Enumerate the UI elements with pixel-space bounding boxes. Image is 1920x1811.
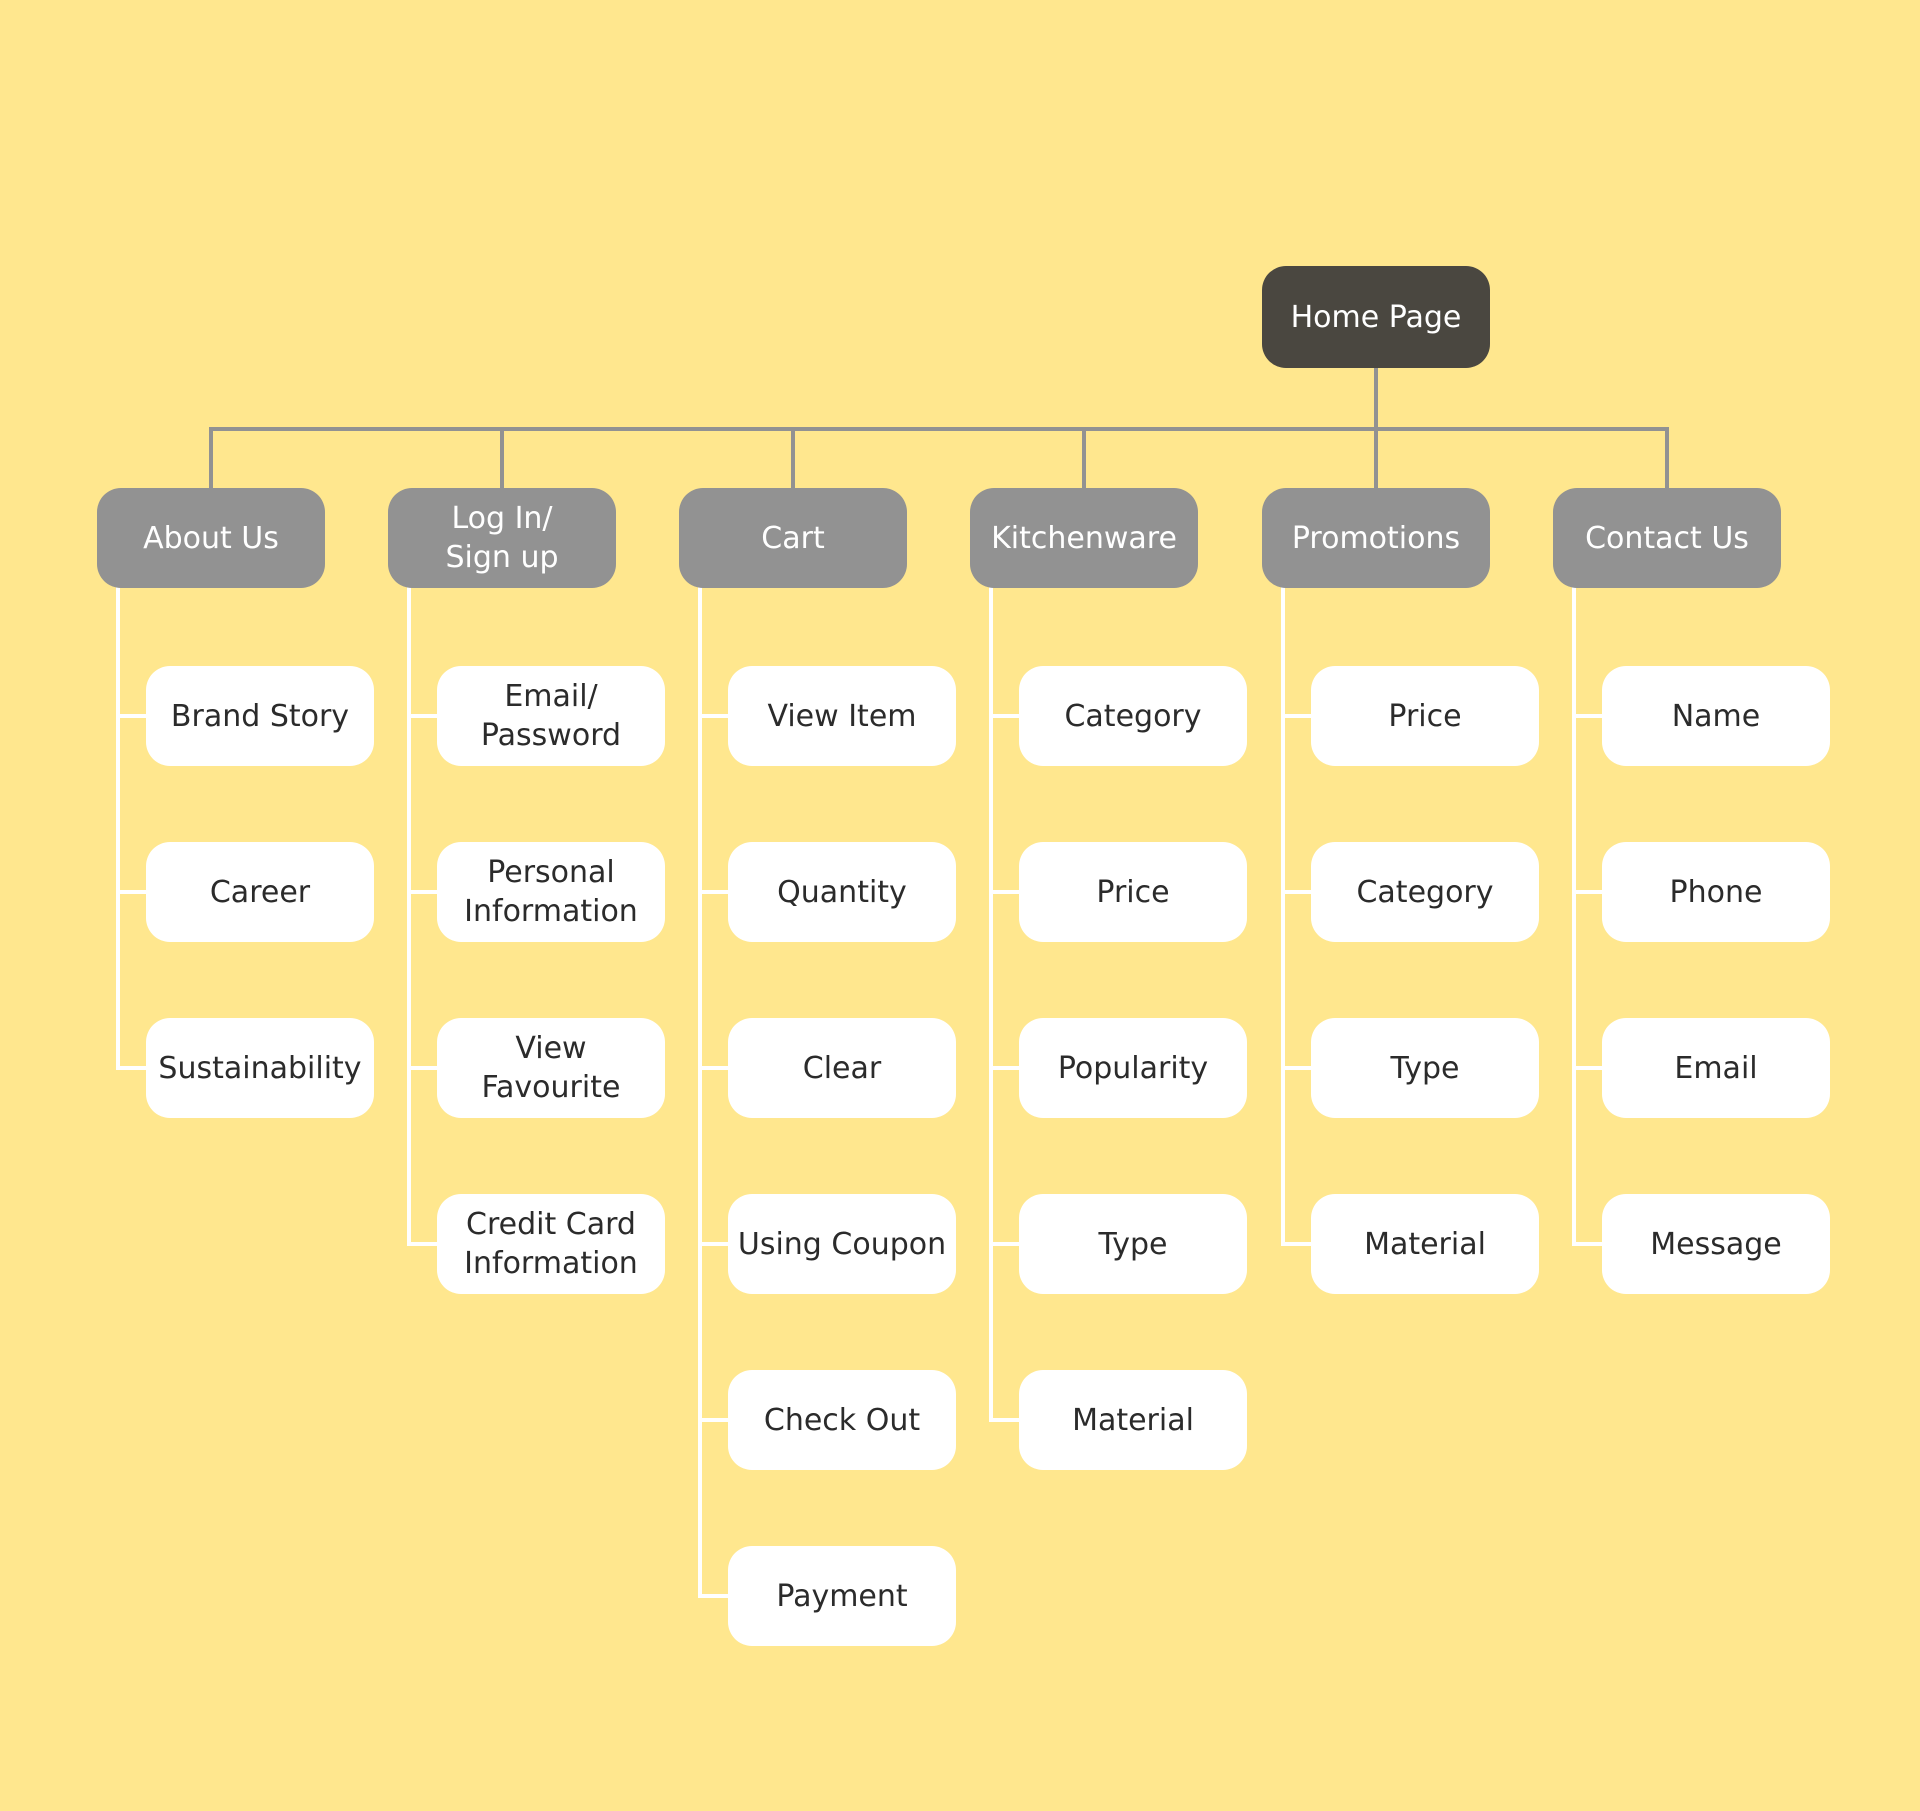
leaf-node: Brand Story — [146, 666, 374, 766]
leaf-node: Quantity — [728, 842, 956, 942]
leaf-node: Email — [1602, 1018, 1830, 1118]
branch-node: About Us — [97, 488, 325, 588]
leaf-node: Personal Information — [437, 842, 665, 942]
leaf-node: View Item — [728, 666, 956, 766]
leaf-node: Clear — [728, 1018, 956, 1118]
leaf-node: Credit Card Information — [437, 1194, 665, 1294]
branch-node: Contact Us — [1553, 488, 1781, 588]
branch-node: Log In/ Sign up — [388, 488, 616, 588]
leaf-node: Category — [1311, 842, 1539, 942]
leaf-node: Type — [1019, 1194, 1247, 1294]
branch-node: Kitchenware — [970, 488, 1198, 588]
home-page-node: Home Page — [1262, 266, 1490, 368]
branch-node: Cart — [679, 488, 907, 588]
leaf-node: Material — [1311, 1194, 1539, 1294]
leaf-node: Sustainability — [146, 1018, 374, 1118]
leaf-node: Career — [146, 842, 374, 942]
leaf-node: Payment — [728, 1546, 956, 1646]
leaf-node: View Favourite — [437, 1018, 665, 1118]
leaf-node: Price — [1019, 842, 1247, 942]
leaf-node: Email/ Password — [437, 666, 665, 766]
branch-node: Promotions — [1262, 488, 1490, 588]
leaf-node: Popularity — [1019, 1018, 1247, 1118]
leaf-node: Category — [1019, 666, 1247, 766]
leaf-node: Material — [1019, 1370, 1247, 1470]
leaf-node: Price — [1311, 666, 1539, 766]
leaf-node: Type — [1311, 1018, 1539, 1118]
leaf-node: Phone — [1602, 842, 1830, 942]
leaf-node: Message — [1602, 1194, 1830, 1294]
leaf-node: Check Out — [728, 1370, 956, 1470]
leaf-node: Name — [1602, 666, 1830, 766]
leaf-node: Using Coupon — [728, 1194, 956, 1294]
